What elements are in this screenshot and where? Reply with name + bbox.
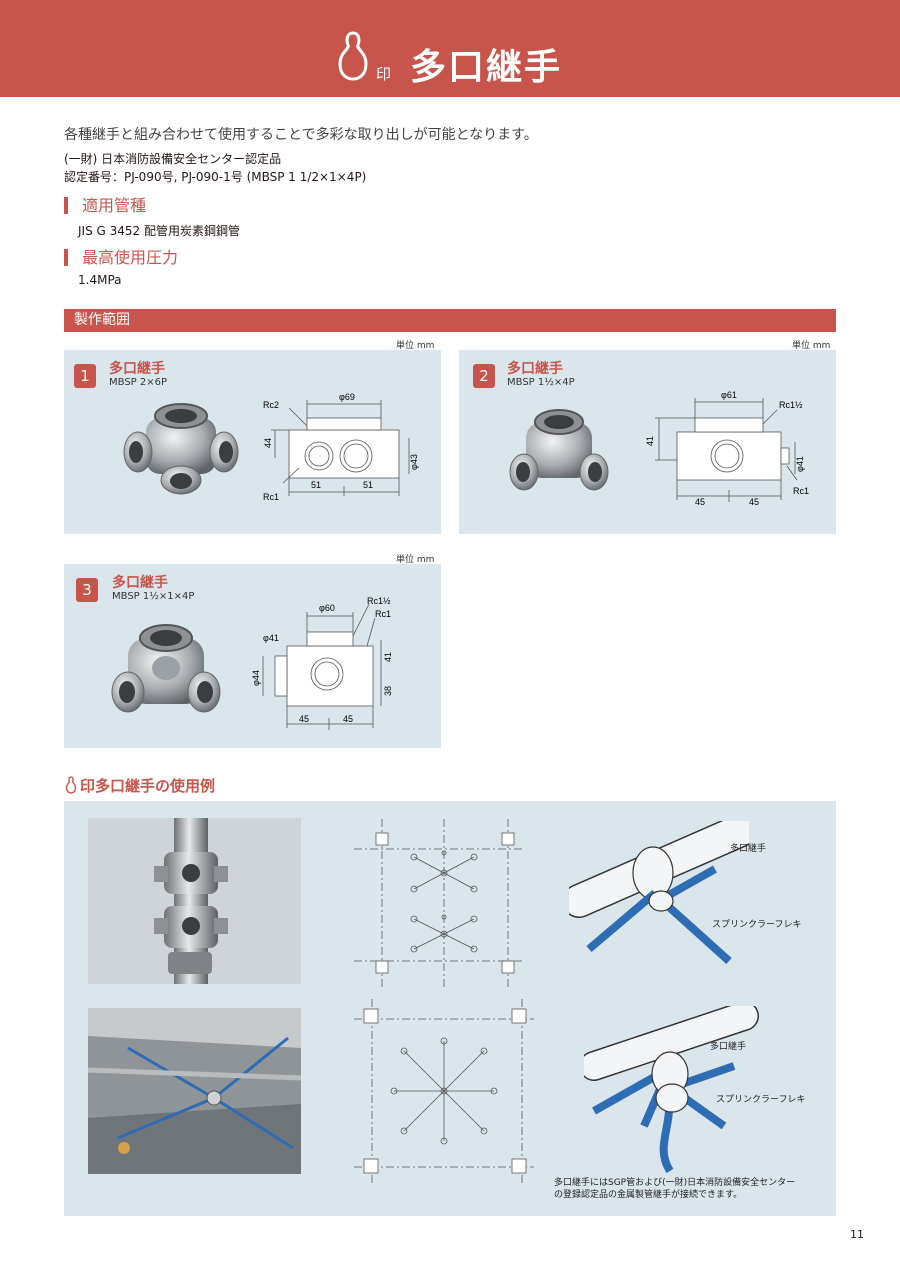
dim-top-right-1: Rc1½ — [367, 596, 391, 606]
certification-line: (一財) 日本消防設備安全センター認定品 — [64, 152, 282, 166]
page-number: 11 — [850, 1228, 864, 1241]
usage-panel: 多口継手 スプリンクラーフレキ 多口継手 スプリンクラーフレキ 多口継手にはSG… — [64, 801, 836, 1216]
product-number-badge: 1 — [74, 364, 96, 388]
page-header: 印 多口継手 — [0, 0, 900, 97]
fitting-photo-2 — [509, 409, 609, 491]
dim-top-right-2: Rc1 — [375, 609, 391, 619]
dim-top: φ69 — [339, 392, 355, 402]
dim-bottom-2: 45 — [343, 714, 353, 724]
dim-right: φ43 — [409, 454, 419, 470]
label-sprinkler-flex: スプリンクラーフレキ — [716, 1095, 806, 1105]
usage-note-line2: の登録認定品の金属製管継手が接続できます。 — [554, 1190, 743, 1200]
intro-description: 各種継手と組み合わせて使用することで多彩な取り出しが可能となります。 — [64, 127, 538, 143]
dim-left: φ41 — [263, 633, 279, 643]
dim-bottom-1: 45 — [299, 714, 309, 724]
gourd-icon — [65, 776, 77, 794]
dim-bottom-2: 51 — [363, 480, 373, 490]
fitting-photo-1 — [123, 403, 239, 495]
dim-top: φ60 — [319, 603, 335, 613]
dim-right: φ41 — [795, 456, 805, 472]
dim-top: φ61 — [721, 390, 737, 400]
gourd-icon — [338, 31, 368, 81]
unit-label: 単位 mm — [396, 555, 435, 565]
product-panel-2: 2 多口継手 MBSP 1½×4P φ61 Rc1½ 41 φ41 Rc1 45… — [459, 350, 836, 534]
ceiling-installation-photo — [88, 1008, 301, 1174]
max-pressure-heading: 最高使用圧力 — [64, 249, 178, 266]
product-spec: MBSP 1½×1×4P — [112, 591, 195, 602]
header-seal: 印 — [376, 65, 392, 83]
label-multi-joint: 多口継手 — [710, 1042, 747, 1052]
product-number-badge: 2 — [473, 364, 495, 388]
dim-bottom-1: 51 — [311, 480, 321, 490]
pipe-joint-illustration-1 — [569, 821, 749, 964]
dimension-drawing-2: φ61 Rc1½ 41 φ41 Rc1 45 45 — [645, 390, 809, 507]
dim-bottom-left: Rc1 — [263, 492, 279, 502]
dim-top-right: Rc1½ — [779, 400, 803, 410]
product-name: 多口継手 — [112, 575, 168, 591]
product-number-badge: 3 — [76, 578, 98, 602]
dim-side: 41 — [645, 436, 655, 446]
certification-number: 認定番号：PJ-090号, PJ-090-1号 (MBSP 1 1/2×1×4P… — [64, 170, 367, 184]
applicable-pipe-heading: 適用管種 — [64, 197, 146, 214]
layout-plan-diagram-1 — [354, 819, 524, 989]
dimension-drawing-3: φ60 Rc1½ Rc1 φ41 φ44 41 38 45 45 — [251, 596, 393, 730]
dim-corner: Rc2 — [263, 400, 279, 410]
product-spec: MBSP 1½×4P — [507, 377, 575, 388]
product-name: 多口継手 — [109, 361, 165, 377]
unit-label: 単位 mm — [792, 341, 831, 351]
label-multi-joint: 多口継手 — [730, 844, 767, 854]
applicable-pipe-value: JIS G 3452 配管用炭素鋼鋼管 — [78, 224, 240, 238]
dim-right-1: 41 — [383, 652, 393, 662]
usage-heading: 印多口継手の使用例 — [64, 775, 215, 796]
product-name: 多口継手 — [507, 361, 563, 377]
product-spec: MBSP 2×6P — [109, 377, 168, 388]
unit-label: 単位 mm — [396, 341, 435, 351]
production-range-heading: 製作範囲 — [64, 309, 836, 332]
product-panel-3: 3 多口継手 MBSP 1½×1×4P φ60 Rc1½ Rc1 φ41 φ44… — [64, 564, 441, 748]
dim-right-2: 38 — [383, 686, 393, 696]
installation-photo — [88, 818, 301, 984]
usage-title: 印多口継手の使用例 — [80, 777, 216, 795]
dimension-drawing-1: φ69 Rc2 44 φ43 Rc1 51 51 — [263, 392, 419, 502]
dim-left-vertical: φ44 — [251, 670, 261, 686]
product-panel-1: 1 多口継手 MBSP 2×6P φ69 Rc2 44 φ43 Rc1 51 5… — [64, 350, 441, 534]
pipe-joint-illustration-2 — [584, 1006, 759, 1174]
fitting-photo-3 — [111, 624, 221, 713]
max-pressure-value: 1.4MPa — [78, 273, 122, 287]
page-title: 多口継手 — [410, 47, 563, 88]
dim-bottom-2: 45 — [749, 497, 759, 507]
label-sprinkler-flex: スプリンクラーフレキ — [712, 920, 802, 930]
dim-side: 44 — [263, 438, 273, 448]
usage-note-line1: 多口継手にはSGP管および(一財)日本消防設備安全センター — [554, 1178, 796, 1188]
dim-bottom-1: 45 — [695, 497, 705, 507]
dim-bottom-right: Rc1 — [793, 486, 809, 496]
layout-plan-diagram-2 — [354, 999, 534, 1184]
